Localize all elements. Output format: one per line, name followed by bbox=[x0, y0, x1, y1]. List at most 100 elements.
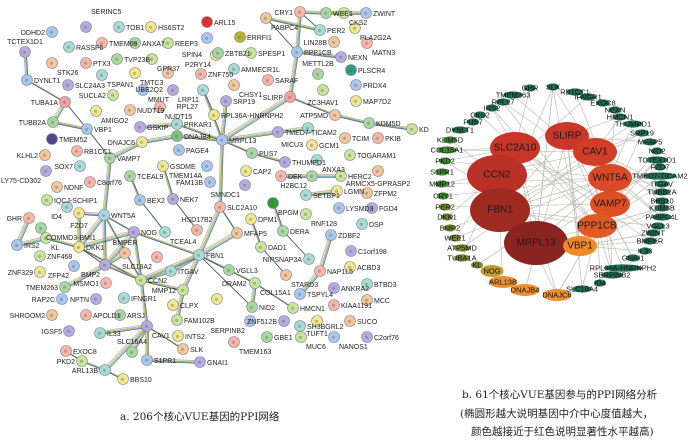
protein-node[interactable] bbox=[165, 265, 177, 277]
protein-node[interactable] bbox=[40, 232, 52, 244]
protein-node[interactable] bbox=[228, 63, 240, 75]
protein-node[interactable] bbox=[295, 331, 307, 343]
core-gene-node[interactable] bbox=[590, 191, 630, 217]
protein-node[interactable] bbox=[41, 194, 53, 206]
protein-node[interactable] bbox=[360, 7, 372, 19]
protein-node[interactable] bbox=[80, 21, 92, 33]
ring-gene-node[interactable] bbox=[639, 247, 651, 255]
protein-node[interactable] bbox=[134, 121, 146, 133]
protein-node[interactable] bbox=[294, 320, 306, 332]
protein-node[interactable] bbox=[119, 247, 131, 259]
protein-node[interactable] bbox=[107, 89, 119, 101]
protein-node[interactable] bbox=[228, 79, 240, 91]
protein-node[interactable] bbox=[272, 126, 284, 138]
protein-node[interactable] bbox=[171, 118, 183, 130]
protein-node[interactable] bbox=[129, 67, 141, 79]
protein-node[interactable] bbox=[320, 7, 332, 19]
protein-node[interactable] bbox=[267, 197, 279, 209]
ring-gene-node[interactable] bbox=[654, 163, 666, 171]
protein-node[interactable] bbox=[126, 346, 138, 358]
protein-node[interactable] bbox=[366, 202, 378, 214]
ring-gene-node[interactable] bbox=[603, 264, 643, 272]
ring-gene-node[interactable] bbox=[437, 146, 457, 154]
protein-node[interactable] bbox=[234, 31, 246, 43]
protein-node[interactable] bbox=[344, 261, 356, 273]
ring-gene-node[interactable] bbox=[623, 120, 643, 128]
protein-node[interactable] bbox=[63, 325, 75, 337]
protein-node[interactable] bbox=[151, 251, 163, 263]
protein-node[interactable] bbox=[328, 282, 340, 294]
protein-node[interactable] bbox=[46, 26, 58, 38]
protein-node[interactable] bbox=[291, 46, 303, 58]
protein-node[interactable] bbox=[46, 57, 58, 69]
protein-node[interactable] bbox=[137, 84, 149, 96]
protein-node[interactable] bbox=[90, 105, 102, 117]
protein-node[interactable] bbox=[62, 79, 74, 91]
protein-node[interactable] bbox=[278, 315, 290, 327]
protein-node[interactable] bbox=[73, 241, 85, 253]
protein-node[interactable] bbox=[111, 53, 123, 65]
core-gene-node[interactable] bbox=[504, 221, 568, 265]
protein-node[interactable] bbox=[245, 213, 257, 225]
ring-gene-node[interactable] bbox=[609, 106, 621, 114]
protein-node[interactable] bbox=[280, 269, 292, 281]
protein-node[interactable] bbox=[214, 201, 226, 213]
protein-node[interactable] bbox=[314, 24, 326, 36]
protein-node[interactable] bbox=[99, 259, 111, 271]
protein-node[interactable] bbox=[56, 293, 68, 305]
protein-node[interactable] bbox=[249, 277, 261, 289]
protein-node[interactable] bbox=[191, 224, 203, 236]
protein-node[interactable] bbox=[212, 47, 224, 59]
protein-node[interactable] bbox=[277, 225, 289, 237]
protein-node[interactable] bbox=[328, 331, 340, 343]
protein-node[interactable] bbox=[294, 288, 306, 300]
protein-node[interactable] bbox=[406, 123, 418, 135]
protein-node[interactable] bbox=[136, 136, 148, 148]
ring-gene-node[interactable] bbox=[594, 279, 606, 287]
protein-node[interactable] bbox=[172, 330, 184, 342]
ring-gene-node[interactable] bbox=[510, 284, 540, 296]
protein-node[interactable] bbox=[47, 116, 59, 128]
protein-node[interactable] bbox=[94, 327, 106, 339]
ring-gene-node[interactable] bbox=[435, 180, 449, 188]
protein-node[interactable] bbox=[275, 170, 287, 182]
protein-node[interactable] bbox=[98, 209, 110, 221]
protein-node[interactable] bbox=[220, 95, 232, 107]
ring-gene-node[interactable] bbox=[643, 138, 657, 146]
protein-node[interactable] bbox=[96, 37, 108, 49]
ring-gene-node[interactable] bbox=[596, 99, 610, 107]
protein-node[interactable] bbox=[349, 22, 361, 34]
protein-node[interactable] bbox=[135, 274, 147, 286]
protein-node[interactable] bbox=[208, 109, 220, 121]
protein-node[interactable] bbox=[177, 284, 189, 296]
protein-node[interactable] bbox=[39, 149, 51, 161]
protein-node[interactable] bbox=[244, 315, 256, 327]
protein-node[interactable] bbox=[76, 355, 88, 367]
protein-node[interactable] bbox=[372, 132, 384, 144]
ring-gene-node[interactable] bbox=[474, 111, 486, 119]
protein-node[interactable] bbox=[171, 130, 183, 142]
protein-node[interactable] bbox=[279, 156, 291, 168]
protein-node[interactable] bbox=[46, 309, 58, 321]
protein-node[interactable] bbox=[284, 91, 296, 103]
ring-gene-node[interactable] bbox=[566, 88, 584, 96]
ring-gene-node[interactable] bbox=[453, 254, 471, 262]
ring-gene-node[interactable] bbox=[655, 197, 669, 205]
ring-gene-node[interactable] bbox=[652, 213, 672, 221]
ring-gene-node[interactable] bbox=[435, 168, 449, 176]
ring-gene-node[interactable] bbox=[439, 157, 451, 165]
ring-gene-node[interactable] bbox=[488, 276, 518, 288]
ring-gene-node[interactable] bbox=[486, 104, 498, 112]
protein-node[interactable] bbox=[302, 122, 314, 134]
protein-node[interactable] bbox=[117, 373, 129, 385]
ring-gene-node[interactable] bbox=[655, 180, 669, 188]
protein-node[interactable] bbox=[317, 84, 329, 96]
protein-node[interactable] bbox=[21, 74, 33, 86]
protein-node[interactable] bbox=[228, 336, 240, 348]
protein-node[interactable] bbox=[300, 189, 312, 201]
protein-node[interactable] bbox=[173, 144, 185, 156]
protein-node[interactable] bbox=[344, 315, 356, 327]
protein-node[interactable] bbox=[197, 84, 209, 96]
protein-node[interactable] bbox=[361, 187, 373, 199]
protein-node[interactable] bbox=[350, 79, 362, 91]
